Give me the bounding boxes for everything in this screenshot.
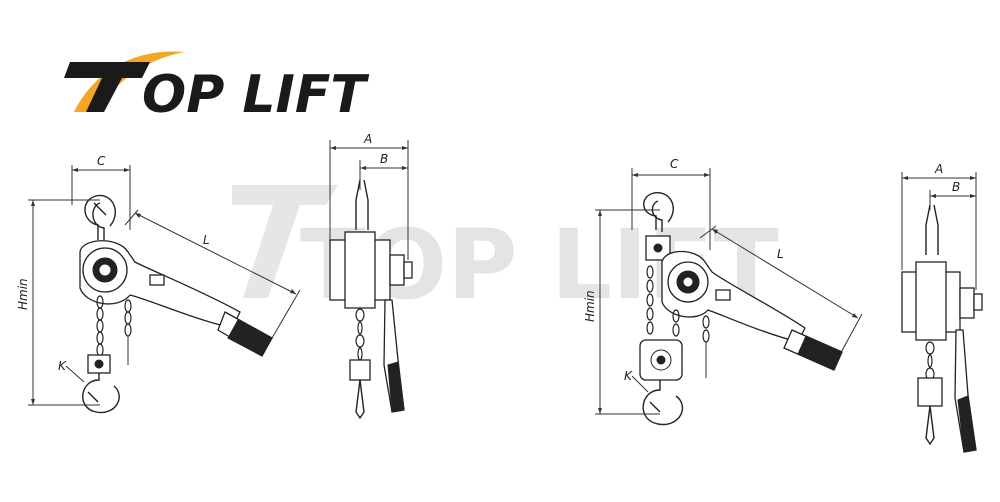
drawing-2-side-view: A B	[901, 162, 983, 453]
dim-a-label-2: A	[934, 162, 943, 176]
dim-b-label: B	[380, 152, 388, 166]
logo-wordmark: OP LIFT	[142, 65, 369, 125]
drawing-1-side-view: A B	[329, 132, 413, 420]
dim-hmin-label: Hmin	[16, 278, 30, 310]
dim-b-label-2: B	[952, 180, 960, 194]
brand-logo: OP LIFT	[64, 51, 369, 125]
drawing-2-front-view: C Hmin L	[583, 157, 863, 426]
dim-c-label: C	[97, 154, 106, 168]
dim-a-label: A	[363, 132, 372, 146]
dim-l-label-2: L	[777, 247, 784, 261]
dim-k-label-2: K	[624, 369, 633, 383]
logo-letter-t	[64, 62, 150, 112]
dim-hmin-label-2: Hmin	[583, 290, 597, 322]
dim-l-label: L	[203, 233, 210, 247]
dim-c-label-2: C	[670, 157, 679, 171]
drawing-1-front-view: C Hmin L	[16, 154, 301, 414]
dim-k-label: K	[58, 359, 67, 373]
